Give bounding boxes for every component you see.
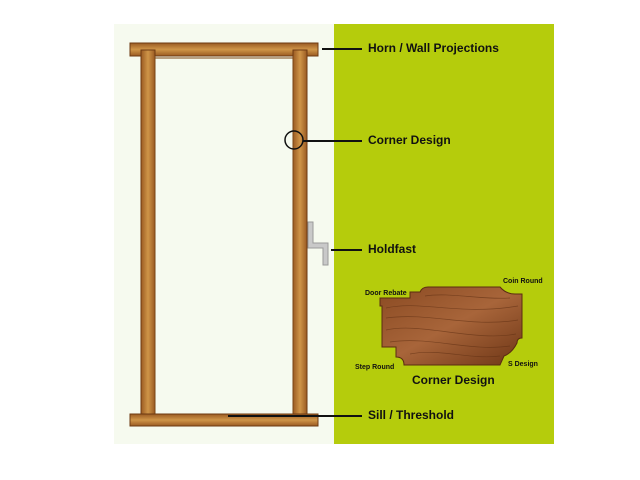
corner-profile-caption: Corner Design: [412, 373, 495, 387]
sill-label: Sill / Threshold: [368, 408, 455, 422]
step-round-label: Step Round: [355, 364, 395, 371]
door-frame: [129, 42, 329, 427]
coin-round-label: Coin Round: [503, 278, 543, 285]
holdfast-bracket: [307, 221, 329, 266]
wood-grain-lines: [385, 294, 519, 358]
horn-label: Horn / Wall Projections: [368, 41, 499, 55]
holdfast-label: Holdfast: [368, 242, 416, 256]
frame-right-jamb: [292, 49, 308, 419]
right-panel-background: [334, 24, 554, 444]
frame-left-jamb: [140, 49, 156, 419]
door-rebate-label: Door Rebate: [365, 290, 407, 297]
corner-label: Corner Design: [368, 133, 451, 147]
corner-profile-wood: [379, 286, 523, 366]
frame-head-horn: [129, 42, 319, 57]
s-design-label: S Design: [508, 361, 538, 368]
